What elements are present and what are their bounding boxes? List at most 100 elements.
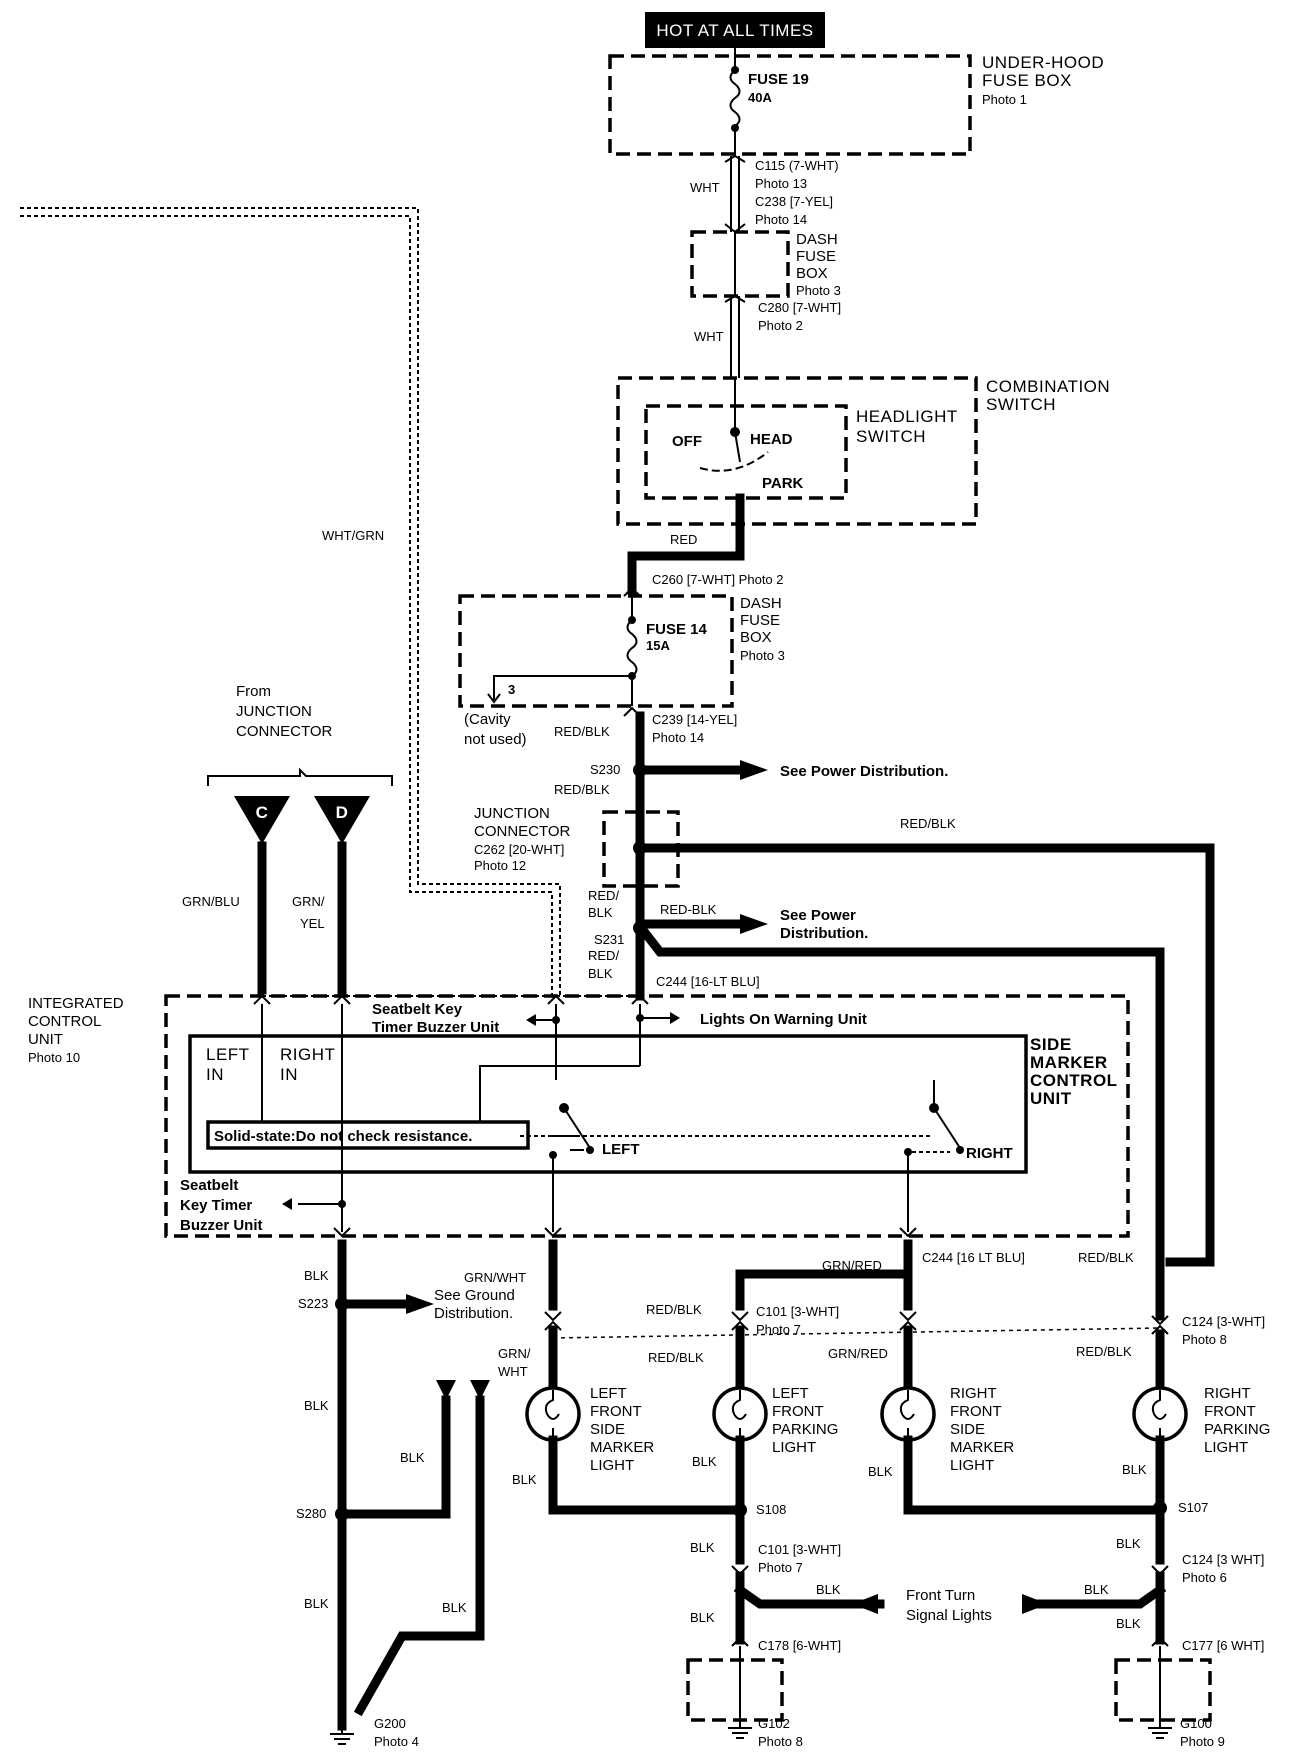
photo-8b: Photo 8 — [758, 1734, 803, 1749]
label-rf-parking: RIGHT FRONT PARKING LIGHT — [1204, 1385, 1270, 1456]
icu-photo: Photo 10 — [28, 1050, 80, 1065]
side-marker-box — [188, 1034, 1028, 1174]
combo-title-1: COMBINATION — [986, 377, 1110, 396]
svg-text:MARKER: MARKER — [590, 1439, 654, 1456]
photo-4: Photo 4 — [374, 1734, 419, 1749]
connector-c-triangle — [234, 796, 290, 844]
see-ground-1: See Ground — [434, 1287, 515, 1304]
dash1-photo: Photo 3 — [796, 283, 841, 298]
redblk-label-3a: RED/ — [588, 888, 619, 903]
photo-9: Photo 9 — [1180, 1734, 1225, 1749]
redblk-right-loop — [641, 843, 1215, 1267]
connector-d-triangle — [314, 796, 370, 844]
right-in-1: RIGHT — [280, 1045, 335, 1064]
dash2-photo: Photo 3 — [740, 648, 785, 663]
g102-label: G102 — [758, 1716, 790, 1731]
svg-text:LEFT: LEFT — [590, 1385, 627, 1402]
dash-fuse-box-2: 3 FUSE 14 15A DASH FUSE BOX Photo 3 — [458, 594, 785, 708]
see-power-2b: Distribution. — [780, 925, 868, 942]
grn-red-label-1: GRN/RED — [822, 1258, 882, 1273]
wht-grn-wire — [20, 207, 561, 996]
g102-box — [686, 1658, 784, 1722]
headlight-title-1: HEADLIGHT — [856, 407, 958, 426]
blk-label-7: BLK — [692, 1454, 717, 1469]
grn-wht-label-1: GRN/WHT — [464, 1270, 526, 1285]
seatbelt-top-2: Timer Buzzer Unit — [372, 1019, 499, 1036]
blk-label-5: BLK — [442, 1600, 467, 1615]
front-turn-2: Signal Lights — [906, 1607, 992, 1624]
blk-s107-link — [903, 1495, 1165, 1515]
blk-label-9: BLK — [1122, 1462, 1147, 1477]
bulb-rf-parking — [1132, 1386, 1188, 1509]
dash-fuse-box-1: DASH FUSE BOX Photo 3 — [690, 230, 841, 298]
underhood-photo: Photo 1 — [982, 92, 1027, 107]
icu-top-pins — [253, 994, 649, 1005]
photo-8: Photo 8 — [1182, 1332, 1227, 1347]
redblk-label-4: RED-BLK — [660, 902, 717, 917]
icu-bottom-pins — [333, 1227, 917, 1238]
red-label: RED — [670, 532, 697, 547]
ground-g102 — [728, 1727, 752, 1739]
grn-wht-label-2a: GRN/ — [498, 1346, 531, 1361]
svg-text:FRONT: FRONT — [590, 1403, 642, 1420]
icu-title-3: UNIT — [28, 1031, 63, 1048]
dash2-line3: BOX — [740, 629, 772, 646]
conn-c244b: C244 [16 LT BLU] — [922, 1250, 1025, 1265]
from-junction-3: CONNECTOR — [236, 723, 333, 740]
svg-text:RIGHT: RIGHT — [950, 1385, 997, 1402]
right-switch-label: RIGHT — [966, 1145, 1013, 1162]
g100-label: G100 — [1180, 1716, 1212, 1731]
from-junction-2: JUNCTION — [236, 703, 312, 720]
combo-title-2: SWITCH — [986, 395, 1056, 414]
photo-14a: Photo 14 — [755, 212, 807, 227]
ground-g100 — [1148, 1727, 1172, 1739]
svg-text:MARKER: MARKER — [950, 1439, 1014, 1456]
svg-text:LIGHT: LIGHT — [1204, 1439, 1248, 1456]
blk-label-3: BLK — [304, 1596, 329, 1611]
g200-label: G200 — [374, 1716, 406, 1731]
blk-label-11: BLK — [1116, 1536, 1141, 1551]
fuse-19-amps: 40A — [748, 90, 772, 105]
wht-wire-middle — [724, 294, 746, 378]
svg-text:LEFT: LEFT — [772, 1385, 809, 1402]
wht-grn-label: WHT/GRN — [322, 528, 384, 543]
svg-text:PARKING: PARKING — [1204, 1421, 1270, 1438]
junction-title-2: CONNECTOR — [474, 823, 571, 840]
side-marker-1: SIDE — [1030, 1035, 1072, 1054]
from-junction-1: From — [236, 683, 271, 700]
ground-g200 — [330, 1726, 354, 1745]
redblk-branch-right — [639, 927, 1165, 1321]
redblk-label-8: RED/BLK — [648, 1350, 704, 1365]
bulb-lf-parking — [712, 1386, 768, 1509]
conn-c260: C260 [7-WHT] Photo 2 — [652, 572, 784, 587]
photo-7a: Photo 7 — [756, 1322, 801, 1337]
connector-d: D — [336, 803, 349, 822]
bulb-rf-marker — [880, 1386, 936, 1515]
blk-label-12: BLK — [816, 1582, 841, 1597]
hot-label-box — [645, 12, 825, 48]
label-lf-marker: LEFT FRONT SIDE MARKER LIGHT — [590, 1385, 654, 1474]
blk-label-15: BLK — [1116, 1616, 1141, 1631]
left-in-1: LEFT — [206, 1045, 250, 1064]
grn-yel-label-2: YEL — [300, 916, 325, 931]
s223-label: S223 — [298, 1296, 328, 1311]
underhood-title-2: FUSE BOX — [982, 71, 1072, 90]
headlight-title-2: SWITCH — [856, 427, 926, 446]
dash1-line1: DASH — [796, 231, 838, 248]
blk-label-14: BLK — [690, 1610, 715, 1625]
grn-red-label-2: GRN/RED — [828, 1346, 888, 1361]
blk-label-4: BLK — [400, 1450, 425, 1465]
svg-text:LIGHT: LIGHT — [590, 1457, 634, 1474]
fuse-19-label: FUSE 19 — [748, 71, 809, 88]
redblk-label-9: RED/BLK — [1076, 1344, 1132, 1359]
seatbelt-bot-1: Seatbelt — [180, 1177, 238, 1194]
dash2-line2: FUSE — [740, 612, 780, 629]
conn-c124b: C124 [3 WHT] — [1182, 1552, 1264, 1567]
grn-wht-label-2b: WHT — [498, 1364, 528, 1379]
svg-text:FRONT: FRONT — [1204, 1403, 1256, 1420]
underhood-fuse-box: FUSE 19 40A UNDER-HOOD FUSE BOX Photo 1 — [608, 48, 1104, 156]
svg-text:SIDE: SIDE — [950, 1421, 985, 1438]
svg-text:PARKING: PARKING — [772, 1421, 838, 1438]
blk-label-10: BLK — [690, 1540, 715, 1555]
